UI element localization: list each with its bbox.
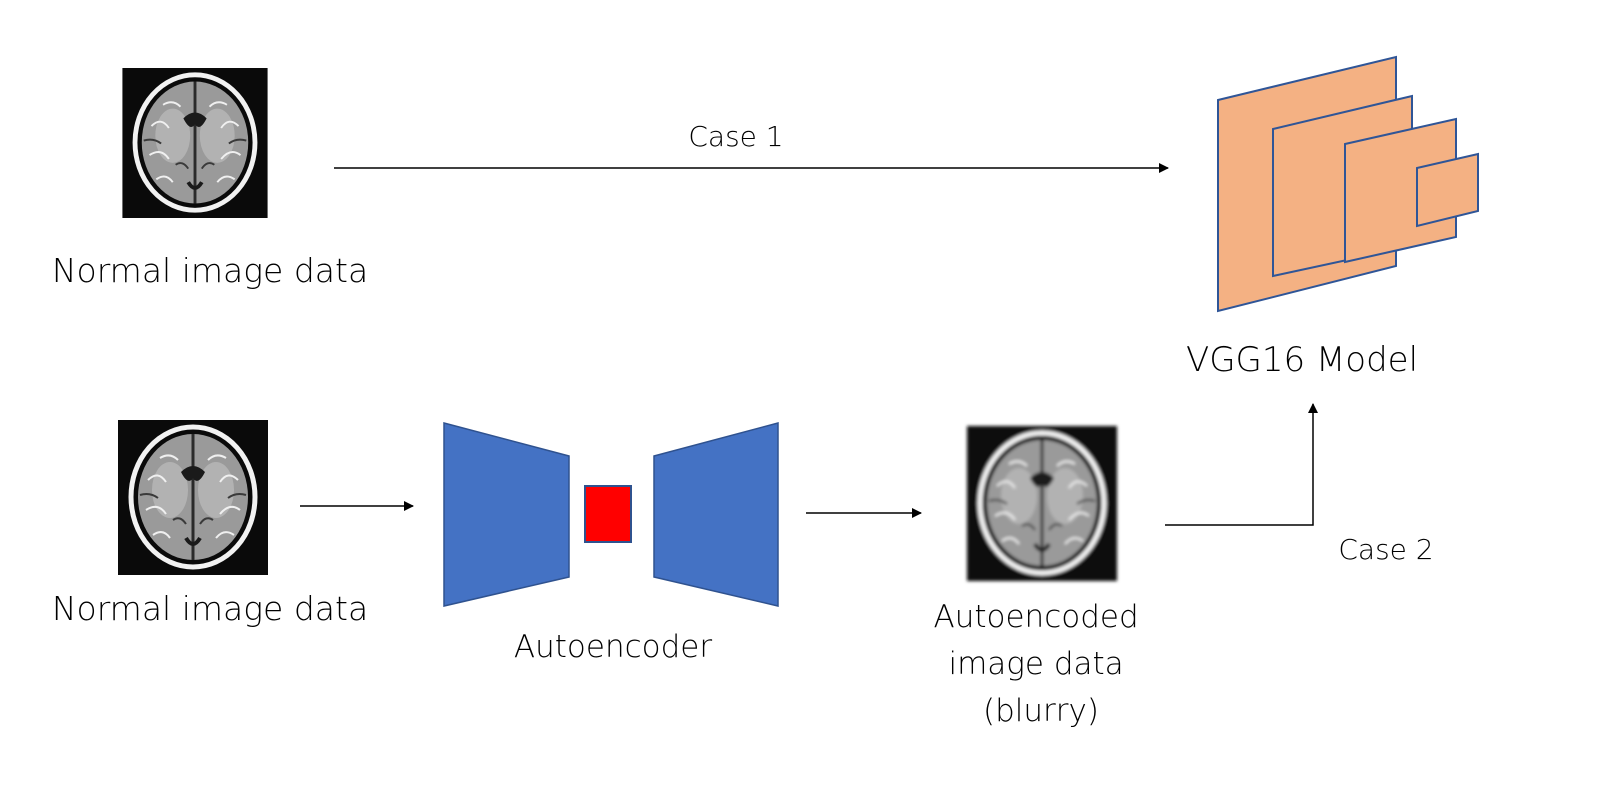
autoencoder-shape: [443, 422, 779, 607]
vgg-label: VGG16 Model: [1186, 340, 1418, 380]
brain-mri-icon-bottom: [118, 420, 268, 575]
case1-label: Case 1: [688, 120, 783, 153]
autoencoded-label: Autoencoded image data (blurry): [934, 599, 1149, 729]
autoencoded-line-1: Autoencoded: [934, 599, 1139, 635]
autoencoded-line-2: image data: [948, 646, 1123, 682]
top-input-label: Normal image data: [52, 251, 368, 290]
brain-mri-blurry-icon: [967, 426, 1117, 581]
case2-arrow: [1165, 403, 1318, 526]
latent-square: [584, 485, 632, 543]
brain-mri-icon: [122, 68, 267, 218]
vgg16-layers: [1217, 55, 1479, 313]
encoder-trapezoid: [443, 422, 570, 607]
bottom-input-label: Normal image data: [52, 589, 368, 628]
autoencoder-label: Autoencoder: [514, 629, 712, 665]
autoencoded-line-3: (blurry): [983, 693, 1099, 729]
decoder-trapezoid: [653, 422, 779, 607]
case2-label: Case 2: [1338, 533, 1433, 566]
